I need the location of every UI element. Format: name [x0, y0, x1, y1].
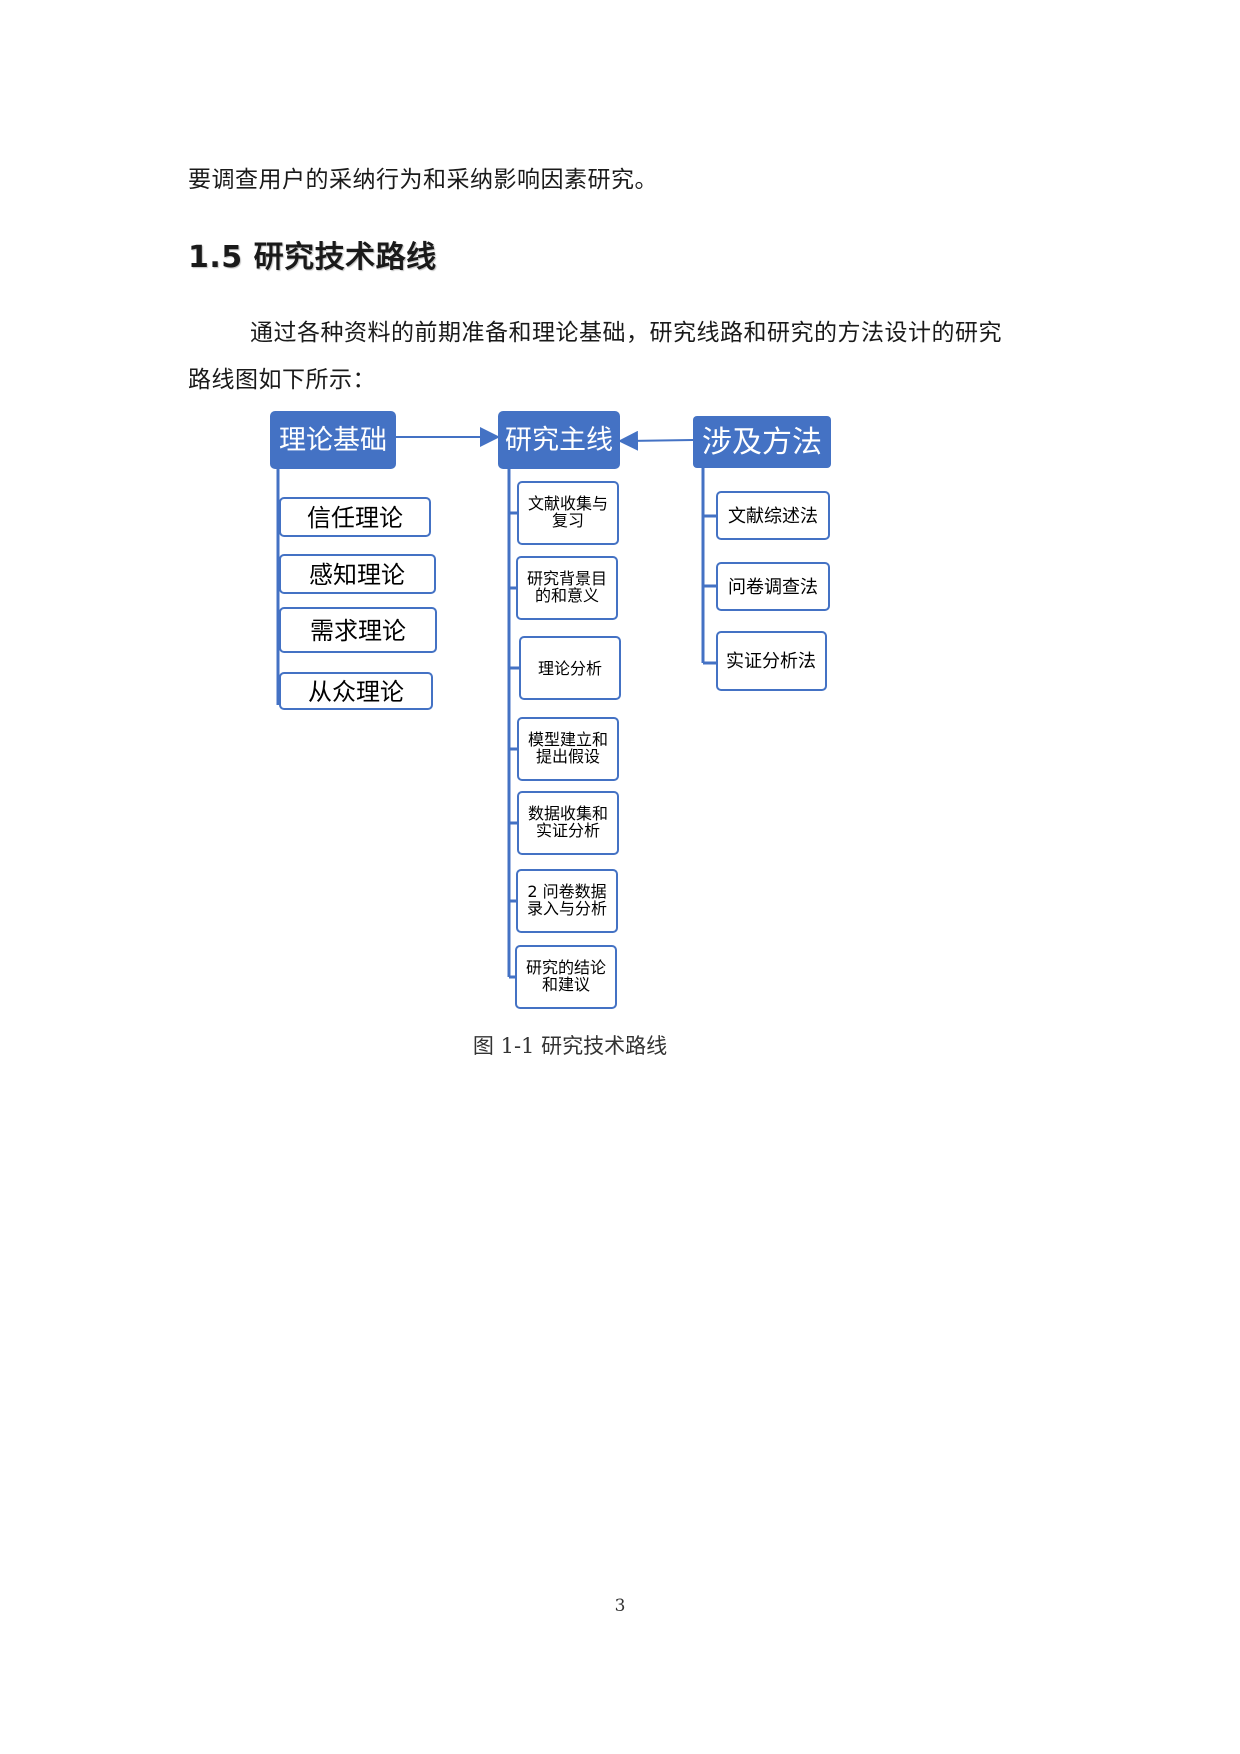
theory-item-box	[279, 672, 433, 710]
methods-item-box	[716, 631, 827, 691]
main-line-item-box	[517, 717, 619, 781]
main-line-item-text: 研究的结论和建议	[526, 958, 606, 994]
main-line-item-text: 2 问卷数据录入与分析	[527, 882, 607, 918]
main-line-item-box	[517, 481, 619, 545]
main-line-item-box	[517, 791, 619, 855]
main-line-item-box	[516, 556, 618, 620]
header-methods-text: 涉及方法	[702, 425, 822, 460]
main-line-item-text: 研究背景目的和意义	[527, 569, 607, 605]
paragraph-intro-line-2: 路线图如下所示：	[188, 367, 376, 393]
column-main-line: 研究主线 文献收集与复习 研究背景目的和意义 理论分析 模型建立和提出假设 数据…	[498, 411, 621, 1009]
main-line-item-text: 模型建立和提出假设	[528, 730, 608, 766]
main-line-item-box	[519, 636, 621, 700]
theory-item-box	[279, 497, 431, 537]
theory-item-text: 感知理论	[309, 561, 405, 589]
paragraph-continuation: 要调查用户的采纳行为和采纳影响因素研究。	[188, 167, 658, 193]
methods-item-box	[716, 562, 830, 611]
theory-item-text: 需求理论	[310, 617, 406, 645]
figure-caption: 图 1-1 研究技术路线	[472, 1034, 668, 1058]
main-line-item-text: 数据收集和实证分析	[528, 804, 608, 840]
theory-item-text: 从众理论	[308, 678, 404, 706]
arrow-methods-to-main-line	[618, 430, 694, 451]
main-line-item-text: 理论分析	[538, 659, 602, 678]
methods-item-text: 问卷调查法	[728, 577, 818, 598]
header-main-line-box	[498, 411, 620, 469]
header-methods-box	[693, 416, 831, 468]
methods-item-text: 实证分析法	[726, 651, 816, 672]
theory-item-text: 信任理论	[307, 504, 403, 532]
header-main-line-text: 研究主线	[505, 425, 613, 456]
column-methods: 涉及方法 文献综述法 问卷调查法 实证分析法	[693, 416, 831, 691]
header-theory-text: 理论基础	[279, 425, 387, 456]
methods-item-box	[716, 491, 830, 540]
main-line-item-box	[515, 945, 617, 1009]
paragraph-intro-line-1: 通过各种资料的前期准备和理论基础，研究线路和研究的方法设计的研究	[250, 320, 1002, 346]
main-line-item-box	[516, 869, 618, 933]
header-theory-box	[270, 411, 396, 469]
column-theory: 理论基础 信任理论 感知理论 需求理论 从众理论	[270, 411, 437, 710]
main-line-item-text: 文献收集与复习	[528, 494, 608, 530]
methods-item-text: 文献综述法	[728, 506, 818, 527]
theory-item-box	[279, 607, 437, 653]
theory-item-box	[279, 554, 436, 594]
section-title: 1.5 研究技术路线	[188, 240, 437, 275]
page-number: 3	[614, 1596, 626, 1616]
